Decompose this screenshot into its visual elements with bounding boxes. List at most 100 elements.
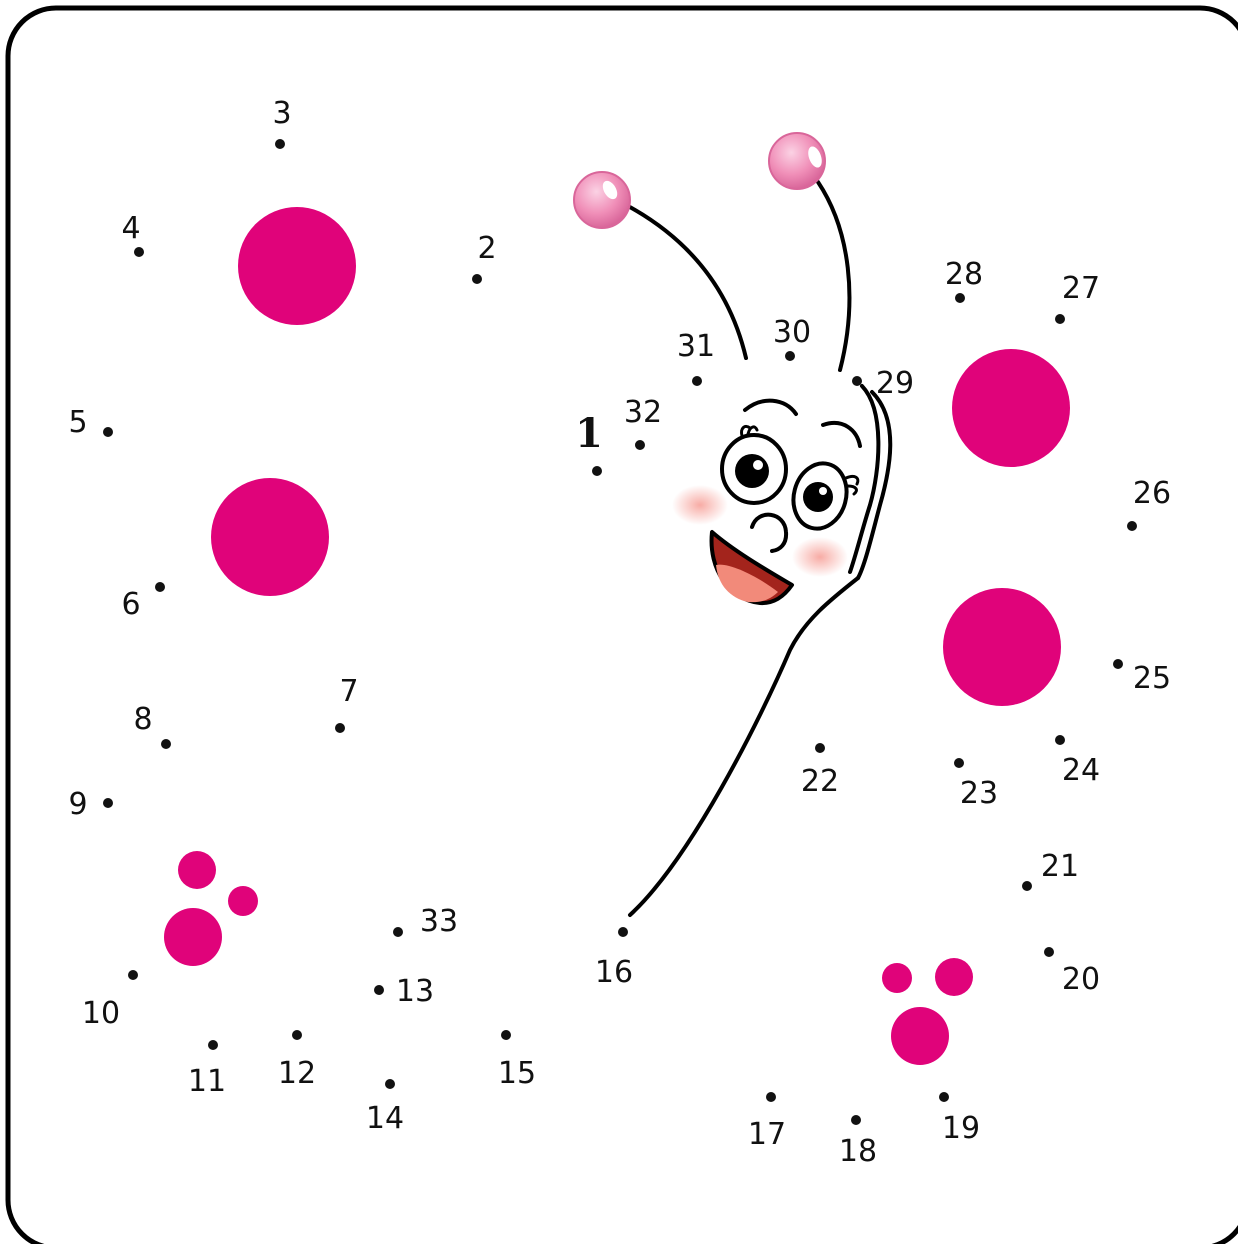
dot-point-9[interactable] [103, 798, 113, 808]
dot-point-31[interactable] [692, 376, 702, 386]
dot-point-15[interactable] [501, 1030, 511, 1040]
dot-point-1[interactable] [592, 466, 602, 476]
dot-label-24: 24 [1062, 753, 1100, 788]
dot-32[interactable]: 32 [624, 395, 662, 450]
dot-point-10[interactable] [128, 970, 138, 980]
dot-label-26: 26 [1133, 476, 1171, 511]
antennae [626, 180, 852, 372]
dot-point-13[interactable] [374, 985, 384, 995]
spot-lower-left-c [164, 908, 222, 966]
dot-point-24[interactable] [1055, 735, 1065, 745]
dot-label-32: 32 [624, 395, 662, 430]
spot-upper-right-bottom [943, 588, 1061, 706]
spot-upper-left-top [238, 207, 356, 325]
dot-5[interactable]: 5 [68, 405, 113, 440]
dot-label-4: 4 [121, 211, 140, 246]
dot-label-9: 9 [68, 787, 87, 822]
dot-23[interactable]: 23 [954, 758, 998, 811]
dot-24[interactable]: 24 [1055, 735, 1100, 788]
dot-point-27[interactable] [1055, 314, 1065, 324]
dot-label-12: 12 [278, 1056, 316, 1091]
dot-29[interactable]: 29 [852, 366, 914, 401]
dot-16[interactable]: 16 [595, 927, 633, 990]
dot-label-14: 14 [366, 1101, 404, 1136]
dot-11[interactable]: 11 [188, 1040, 226, 1099]
dot-point-16[interactable] [618, 927, 628, 937]
dot-20[interactable]: 20 [1044, 947, 1100, 997]
dot-25[interactable]: 25 [1113, 659, 1171, 696]
spot-lower-right-a [882, 963, 912, 993]
dot-point-21[interactable] [1022, 881, 1032, 891]
dot-label-7: 7 [339, 674, 358, 709]
dot-point-26[interactable] [1127, 521, 1137, 531]
spot-lower-right-b [935, 958, 973, 996]
butterfly-face [672, 398, 862, 606]
dot-label-8: 8 [133, 702, 152, 737]
dot-point-11[interactable] [208, 1040, 218, 1050]
dot-point-18[interactable] [851, 1115, 861, 1125]
dot-point-14[interactable] [385, 1079, 395, 1089]
dot-point-22[interactable] [815, 743, 825, 753]
dot-30[interactable]: 30 [773, 315, 811, 361]
spot-lower-left-a [178, 851, 216, 889]
spot-lower-right-c [891, 1007, 949, 1065]
dot-label-2: 2 [477, 231, 496, 266]
dot-point-17[interactable] [766, 1092, 776, 1102]
dot-point-25[interactable] [1113, 659, 1123, 669]
dot-26[interactable]: 26 [1127, 476, 1171, 531]
left-cheek [672, 485, 728, 525]
dot-label-6: 6 [121, 587, 140, 622]
dot-point-3[interactable] [275, 139, 285, 149]
dot-point-4[interactable] [134, 247, 144, 257]
head-inner-line [848, 384, 881, 574]
dot-13[interactable]: 13 [374, 974, 434, 1009]
dot-1[interactable]: 1 [575, 410, 603, 476]
dot-point-30[interactable] [785, 351, 795, 361]
dot-6[interactable]: 6 [121, 582, 165, 622]
dot-31[interactable]: 31 [677, 329, 715, 386]
dot-label-31: 31 [677, 329, 715, 364]
dot-10[interactable]: 10 [82, 970, 138, 1031]
right-cheek [792, 537, 848, 577]
dot-label-3: 3 [272, 96, 291, 131]
dot-18[interactable]: 18 [839, 1115, 877, 1169]
dot-point-12[interactable] [292, 1030, 302, 1040]
dot-8[interactable]: 8 [133, 702, 171, 749]
dot-14[interactable]: 14 [366, 1079, 404, 1136]
right-eyebrow [821, 421, 862, 448]
dot-9[interactable]: 9 [68, 787, 113, 822]
dot-point-6[interactable] [155, 582, 165, 592]
dot-label-16: 16 [595, 955, 633, 990]
spot-lower-left-b [228, 886, 258, 916]
dot-3[interactable]: 3 [272, 96, 292, 149]
dot-12[interactable]: 12 [278, 1030, 316, 1091]
dot-2[interactable]: 2 [472, 231, 497, 284]
dot-point-5[interactable] [103, 427, 113, 437]
dot-point-33[interactable] [393, 927, 403, 937]
dot-point-8[interactable] [161, 739, 171, 749]
left-eyebrow [743, 398, 798, 416]
dot-33[interactable]: 33 [393, 904, 458, 939]
dot-label-15: 15 [498, 1056, 536, 1091]
dot-15[interactable]: 15 [498, 1030, 536, 1091]
dot-27[interactable]: 27 [1055, 271, 1100, 324]
dot-point-29[interactable] [852, 376, 862, 386]
dot-4[interactable]: 4 [121, 211, 144, 257]
dot-28[interactable]: 28 [945, 257, 983, 303]
dot-21[interactable]: 21 [1022, 849, 1079, 891]
dot-19[interactable]: 19 [939, 1092, 980, 1146]
dot-point-2[interactable] [472, 274, 482, 284]
dot-point-7[interactable] [335, 723, 345, 733]
dot-point-20[interactable] [1044, 947, 1054, 957]
dot-label-29: 29 [876, 366, 914, 401]
dot-label-28: 28 [945, 257, 983, 292]
dot-label-21: 21 [1041, 849, 1079, 884]
dot-point-28[interactable] [955, 293, 965, 303]
dot-22[interactable]: 22 [801, 743, 839, 799]
dot-17[interactable]: 17 [748, 1092, 786, 1152]
dot-7[interactable]: 7 [335, 674, 359, 733]
dot-point-23[interactable] [954, 758, 964, 768]
dot-point-32[interactable] [635, 440, 645, 450]
dot-point-19[interactable] [939, 1092, 949, 1102]
